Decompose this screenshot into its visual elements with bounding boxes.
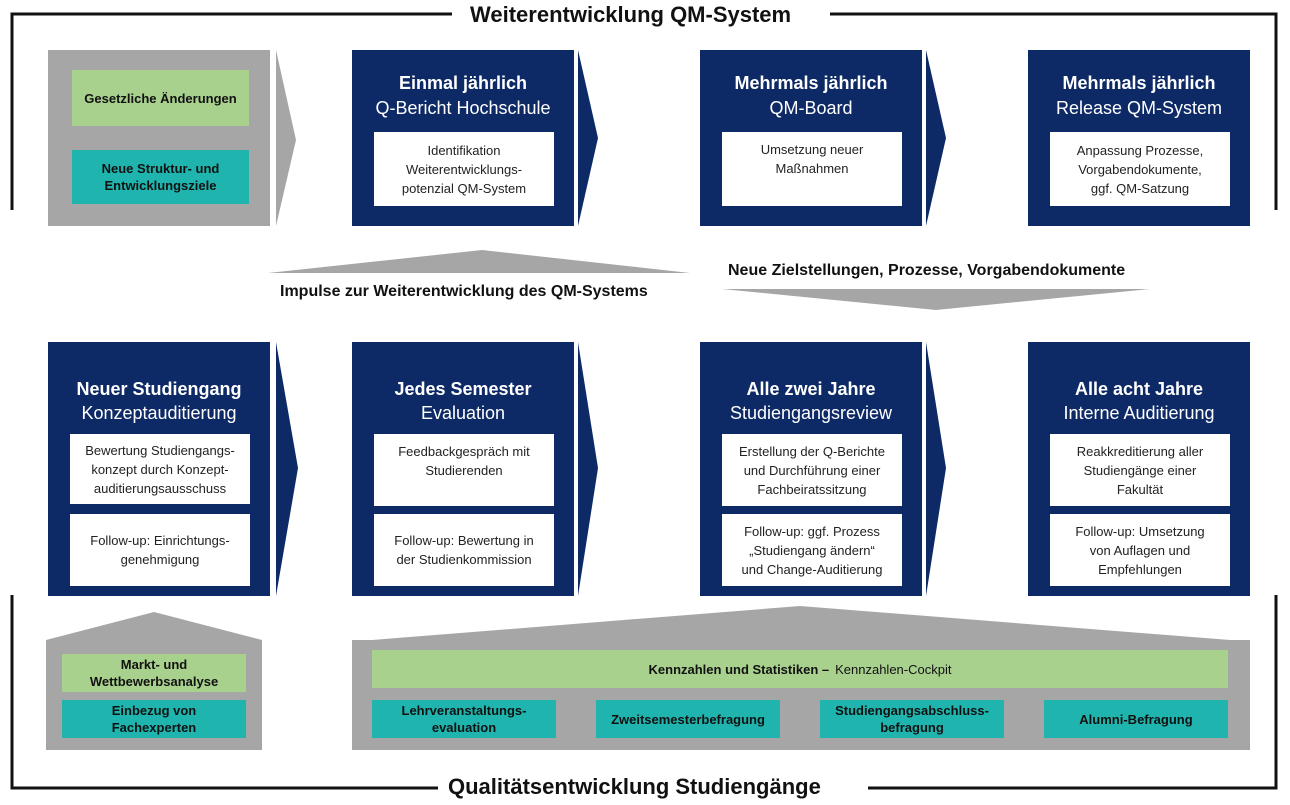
stage-name: Evaluation xyxy=(420,403,506,423)
experts-box: Einbezug von Fachexperten xyxy=(62,700,246,738)
arrow-navy-top-1 xyxy=(578,50,598,226)
input-new-goals: Neue Struktur- und Entwicklungsziele xyxy=(72,150,249,204)
stage-follow-up: Follow-up: Bewertung in der Studienkommi… xyxy=(374,514,554,586)
stage-name: Release QM-System xyxy=(1055,98,1223,118)
kennzahl-item: Zweitsemesterbefragung xyxy=(596,700,780,738)
new-targets-label: Neue Zielstellungen, Prozesse, Vorgabend… xyxy=(728,262,1126,279)
stage-description: Anpassung Prozesse, Vorgabendokumente, g… xyxy=(1050,132,1230,206)
stage-description: Feedbackgespräch mit Studierenden xyxy=(374,434,554,506)
stage-follow-up: Follow-up: Umsetzung von Auflagen und Em… xyxy=(1050,514,1230,586)
bottom-frame-line-left xyxy=(10,595,438,790)
bottom-frame-title: Qualitätsentwicklung Studiengänge xyxy=(438,772,831,802)
stage-description: Umsetzung neuer Maßnahmen xyxy=(722,132,902,206)
kennzahlen-header: Kennzahlen und Statistiken – Kennzahlen-… xyxy=(372,650,1228,688)
input-legal-changes: Gesetzliche Änderungen xyxy=(72,70,249,126)
stage-description: Bewertung Studiengangs- konzept durch Ko… xyxy=(70,434,250,504)
stage-konzeptauditierung: Neuer Studiengang Konzeptauditierung Bew… xyxy=(48,342,270,596)
stage-name: QM-Board xyxy=(769,98,853,118)
top-frame-line-left xyxy=(10,12,452,210)
kennzahl-item: Lehrveranstaltungs- evaluation xyxy=(372,700,556,738)
stage-frequency: Jedes Semester xyxy=(394,379,532,399)
bottom-frame-line-right xyxy=(868,595,1278,790)
stage-interne-auditierung: Alle acht Jahre Interne Auditierung Reak… xyxy=(1028,342,1250,596)
roof-right xyxy=(372,606,1230,640)
arrow-up-impulse xyxy=(268,250,690,273)
top-input-panel: Gesetzliche Änderungen Neue Struktur- un… xyxy=(48,50,270,226)
stage-description: Reakkreditierung aller Studiengänge eine… xyxy=(1050,434,1230,506)
stage-evaluation: Jedes Semester Evaluation Feedbackgesprä… xyxy=(352,342,574,596)
stage-frequency: Alle acht Jahre xyxy=(1074,379,1204,399)
market-input-panel: Markt- und Wettbewerbsanalyse Einbezug v… xyxy=(46,640,262,750)
kennzahlen-panel: Kennzahlen und Statistiken – Kennzahlen-… xyxy=(352,640,1250,750)
arrow-gray-top xyxy=(276,50,296,226)
stage-name: Konzeptauditierung xyxy=(81,403,237,423)
impulse-label: Impulse zur Weiterentwicklung des QM-Sys… xyxy=(280,283,648,300)
stage-frequency: Mehrmals jährlich xyxy=(1062,73,1216,93)
top-frame-line-right xyxy=(830,12,1278,210)
stage-name: Interne Auditierung xyxy=(1063,403,1215,423)
stage-description: Erstellung der Q-Berichte und Durchführu… xyxy=(722,434,902,506)
stage-release-qm: Mehrmals jährlich Release QM-System Anpa… xyxy=(1028,50,1250,226)
stage-frequency: Einmal jährlich xyxy=(398,73,528,93)
kennzahl-item: Alumni-Befragung xyxy=(1044,700,1228,738)
stage-q-bericht: Einmal jährlich Q-Bericht Hochschule Ide… xyxy=(352,50,574,226)
arrow-navy-bottom-3 xyxy=(926,342,946,596)
stage-qm-board: Mehrmals jährlich QM-Board Umsetzung neu… xyxy=(700,50,922,226)
top-frame-title: Weiterentwicklung QM-System xyxy=(460,0,802,30)
arrow-down-targets xyxy=(722,289,1150,310)
kennzahlen-bold: Kennzahlen und Statistiken – xyxy=(648,661,830,677)
arrow-navy-bottom-1 xyxy=(276,342,298,596)
stage-description: Identifikation Weiterentwicklungs- poten… xyxy=(374,132,554,206)
market-analysis-box: Markt- und Wettbewerbsanalyse xyxy=(62,654,246,692)
arrow-navy-bottom-2 xyxy=(578,342,598,596)
stage-frequency: Mehrmals jährlich xyxy=(734,73,888,93)
stage-studiengangsreview: Alle zwei Jahre Studiengangsreview Erste… xyxy=(700,342,922,596)
kennzahlen-cockpit: Kennzahlen-Cockpit xyxy=(835,661,952,677)
stage-frequency: Alle zwei Jahre xyxy=(746,379,876,399)
stage-name: Q-Bericht Hochschule xyxy=(375,98,551,118)
stage-name: Studiengangsreview xyxy=(729,403,893,423)
stage-follow-up: Follow-up: Einrichtungs- genehmigung xyxy=(70,514,250,586)
stage-follow-up: Follow-up: ggf. Prozess „Studiengang änd… xyxy=(722,514,902,586)
arrow-navy-top-2 xyxy=(926,50,946,226)
stage-frequency: Neuer Studiengang xyxy=(76,379,242,399)
kennzahl-item: Studiengangsabschluss- befragung xyxy=(820,700,1004,738)
roof-left xyxy=(46,612,262,640)
